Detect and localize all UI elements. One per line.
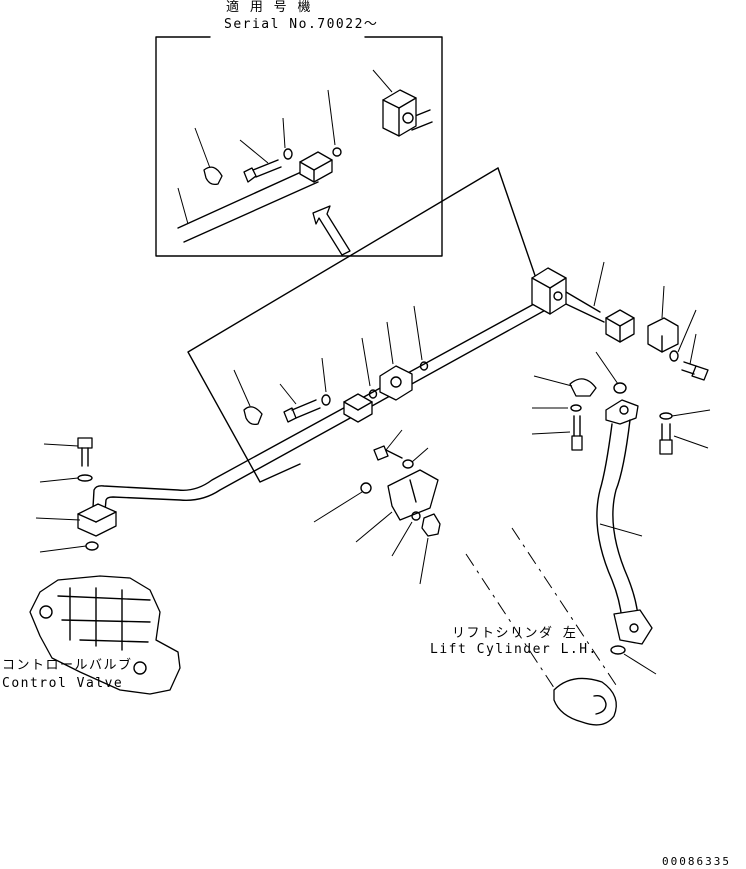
drawing-number: 00086335 xyxy=(662,855,731,868)
hydraulic-tube xyxy=(91,291,605,526)
inset-leaders xyxy=(177,69,393,225)
hose-o-ring xyxy=(610,645,626,655)
adapter-fitting xyxy=(379,365,413,401)
hose xyxy=(596,399,653,645)
valve-washer xyxy=(77,474,93,482)
right-clamp xyxy=(569,378,597,397)
right-washer xyxy=(570,404,582,412)
control-valve xyxy=(29,575,181,695)
lift-cylinder-label-en: Lift Cylinder L.H. xyxy=(430,642,598,657)
bracket-bolt xyxy=(669,350,709,381)
inset-split-flange xyxy=(299,151,333,183)
valve-flange xyxy=(77,503,117,537)
clamp xyxy=(243,406,263,426)
right-bolt xyxy=(571,415,583,451)
inset-washer xyxy=(283,148,293,160)
right-o-ring xyxy=(613,382,627,394)
inset-o-ring xyxy=(332,147,342,157)
leader-lines xyxy=(35,261,711,675)
inset-frame xyxy=(155,36,443,257)
inset-title-jp: 適 用 号 機 xyxy=(226,0,312,15)
inset-clamp xyxy=(203,166,223,186)
control-valve-label-jp: コントロールバルブ xyxy=(2,658,133,673)
detail-frame xyxy=(187,167,541,483)
valve-o-ring xyxy=(85,541,99,551)
hose-block xyxy=(605,309,635,343)
valve-bolt xyxy=(77,437,93,467)
clamp-plate xyxy=(387,469,439,521)
lift-cylinder-label-jp: リフトシリンダ 左 xyxy=(452,626,578,641)
o-ring xyxy=(368,361,429,399)
inset-block-fitting xyxy=(382,89,417,137)
mid-washer xyxy=(360,482,372,494)
bracket xyxy=(647,317,679,353)
mid-bolt xyxy=(373,445,414,469)
block-fitting xyxy=(531,267,567,315)
split-flange xyxy=(343,393,373,423)
mid-nut xyxy=(411,511,441,537)
lift-cylinder xyxy=(465,527,619,726)
bracket-washer-bolt xyxy=(659,412,673,455)
bolt xyxy=(283,399,321,423)
control-valve-label-en: Control Valve xyxy=(2,676,124,691)
inset-title-en: Serial No.70022～ xyxy=(224,17,379,32)
inset-bolt xyxy=(243,159,282,183)
washer xyxy=(321,394,331,406)
inset-arrow xyxy=(312,205,351,256)
